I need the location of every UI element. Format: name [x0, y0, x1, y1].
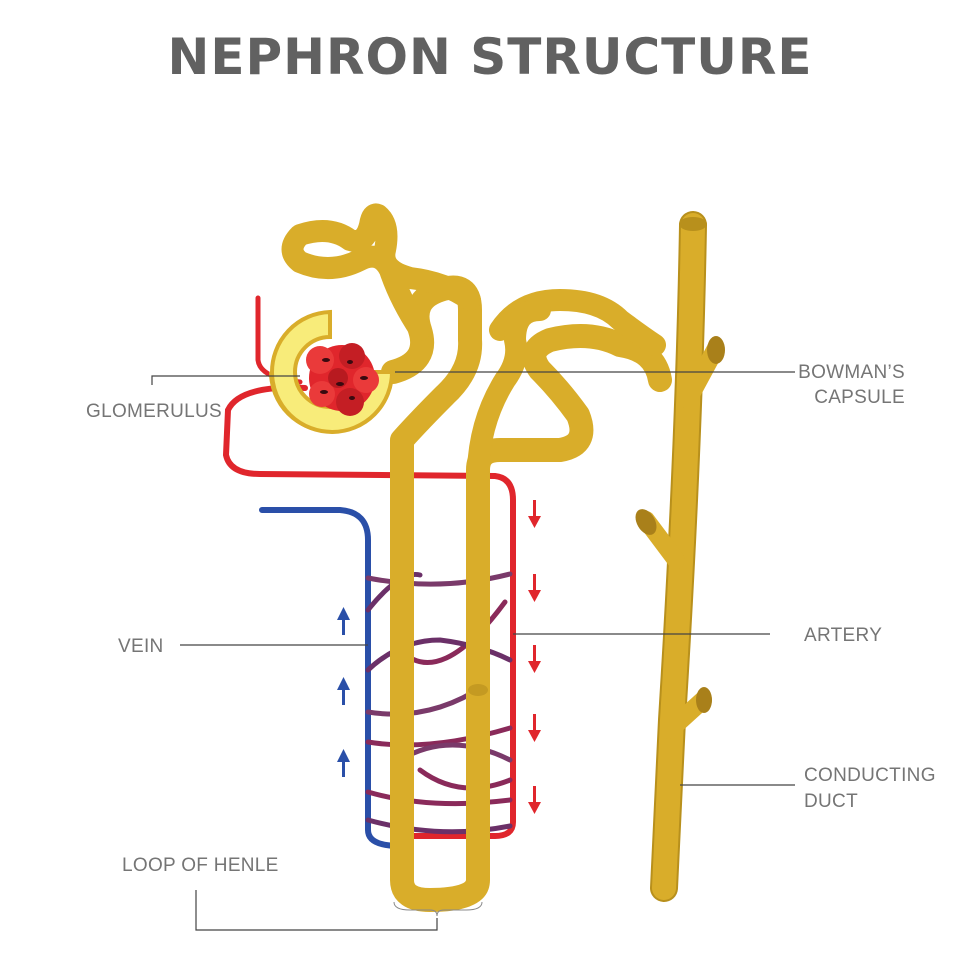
- label-vein: VEIN: [118, 636, 164, 657]
- label-conducting-line1: CONDUCTING: [804, 765, 936, 786]
- vein-vessel: [259, 507, 403, 849]
- page-title: NEPHRON STRUCTURE: [167, 28, 813, 86]
- label-glomerulus: GLOMERULUS: [86, 401, 222, 422]
- loop-brace: [393, 901, 483, 917]
- conducting-duct: [635, 211, 725, 902]
- vein-flow-arrows: [337, 607, 350, 777]
- artery-flow-arrows: [528, 500, 541, 814]
- nephron-tubule: [281, 203, 672, 912]
- glomerulus-tuft: [306, 343, 379, 416]
- leader-lines: [151, 371, 795, 931]
- label-loop-of-henle: LOOP OF HENLE: [122, 855, 279, 876]
- label-bowmans-line1: BOWMAN’S: [798, 362, 905, 383]
- label-conducting-line2: DUCT: [804, 791, 858, 812]
- label-bowmans-line2: CAPSULE: [814, 387, 905, 408]
- label-artery: ARTERY: [804, 625, 882, 646]
